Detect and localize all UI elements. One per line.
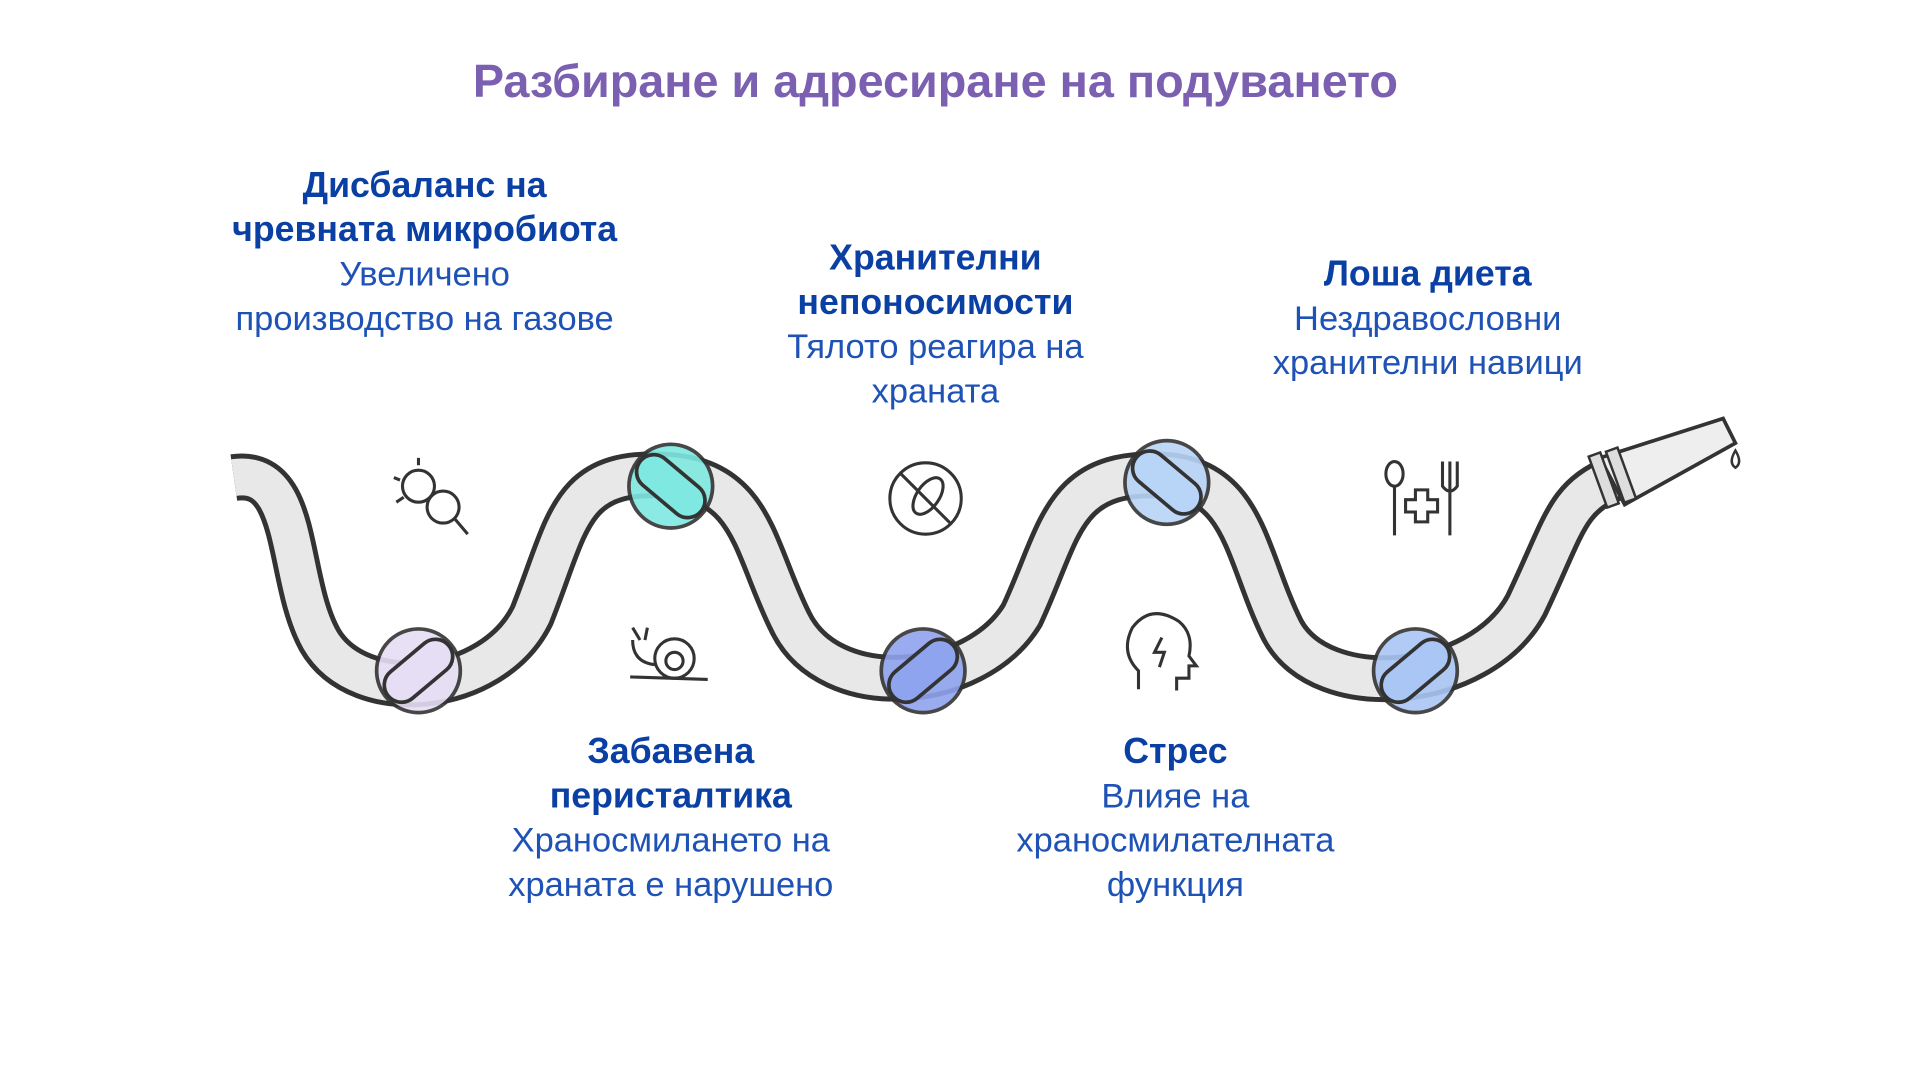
item-description: Нездравословни хранителни навици	[1272, 299, 1583, 382]
snail-icon	[630, 626, 708, 681]
item-title: Забавена перисталтика	[549, 732, 792, 817]
item-stress: Стрес Влияе на храносмилателната функция	[978, 730, 1372, 907]
knot	[1371, 627, 1460, 715]
item-description: Тялото реагира на храната	[787, 327, 1084, 410]
knot	[374, 627, 463, 715]
knot	[627, 442, 715, 530]
item-description: Храносмилането на храната е нарушено	[508, 820, 834, 904]
item-title: Лоша диета	[1323, 254, 1532, 295]
cutlery-health-icon	[1384, 460, 1459, 536]
diagram-title: Разбиране и адресиране на подуването	[472, 56, 1398, 109]
knot	[1123, 438, 1211, 527]
item-description: Влияе на храносмилателната функция	[1016, 776, 1335, 904]
item-poor-diet: Лоша диета Нездравословни хранителни нав…	[1231, 252, 1625, 385]
item-slow-peristalsis: Забавена перисталтика Храносмилането на …	[474, 730, 868, 907]
item-gut-microbiota: Дисбаланс на чревната микробиота Увеличе…	[228, 164, 622, 341]
knot	[879, 627, 967, 715]
item-food-intolerance: Хранителни непоносимости Тялото реагира …	[738, 236, 1132, 413]
bacteria-magnifier-icon	[393, 457, 469, 536]
item-title: Дисбаланс на чревната микробиота	[232, 166, 618, 250]
head-lightning-icon	[1125, 612, 1200, 691]
item-title: Хранителни непоносимости	[797, 238, 1074, 323]
item-title: Стрес	[1123, 732, 1228, 772]
no-food-icon	[888, 461, 963, 536]
hose-nozzle	[1587, 416, 1741, 510]
item-description: Увеличено производство на газове	[235, 254, 614, 338]
